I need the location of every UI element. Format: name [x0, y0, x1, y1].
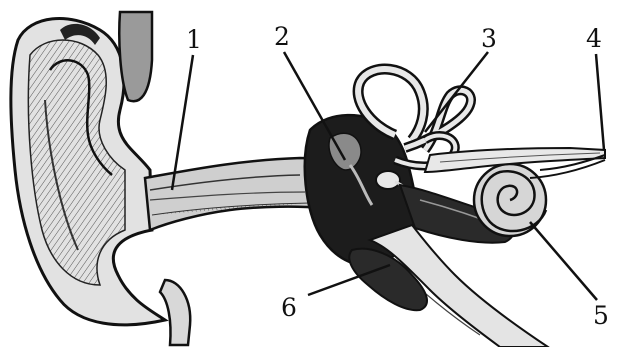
label-6: 6 — [281, 295, 297, 320]
label-5: 5 — [593, 303, 609, 328]
cochlea — [474, 164, 546, 236]
label-4: 4 — [586, 26, 602, 51]
label-3: 3 — [481, 26, 497, 51]
ear-canal — [145, 158, 322, 230]
leader-line-5 — [530, 222, 597, 300]
label-2: 2 — [274, 24, 290, 49]
label-1: 1 — [186, 27, 202, 52]
eustachian-tube — [349, 225, 548, 347]
leader-line-4 — [596, 54, 604, 150]
